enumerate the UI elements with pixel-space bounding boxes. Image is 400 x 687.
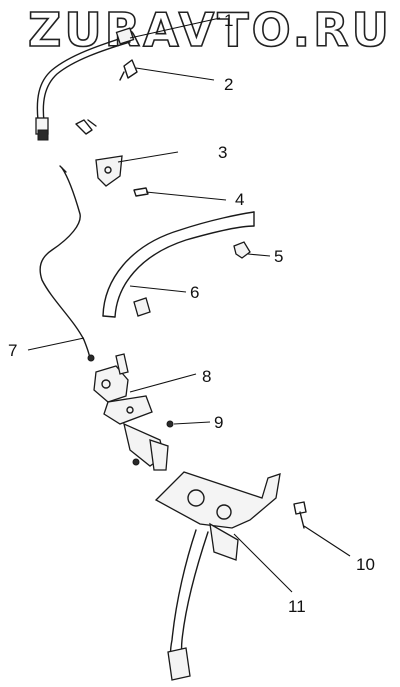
callout-8: 8 [202,367,211,386]
part-5-clamp [233,241,251,259]
watermark-text: ZURAVTO.RU [28,3,392,57]
callout-4: 4 [235,190,244,209]
callout-11: 11 [288,597,306,616]
leader-2 [135,67,215,81]
part-1-hose [35,27,135,141]
part-7-line [39,165,95,362]
leader-10 [303,525,351,557]
hose-bracket [75,119,97,135]
leader-8 [129,373,197,393]
leader-5 [247,253,271,257]
part-8-cylinder [93,353,169,471]
part-11-pedal [154,471,281,681]
callout-1: 1 [224,11,233,30]
callout-6: 6 [190,283,199,302]
callout-2: 2 [224,75,233,94]
part-3-plate [95,155,123,187]
leader-3 [117,151,179,163]
callout-5: 5 [274,247,283,266]
part-6-hose [102,211,255,318]
part-10-bolt [293,501,307,529]
callout-7: 7 [8,341,17,360]
callout-9: 9 [214,413,223,432]
hose-fitting [133,297,151,317]
leader-1 [129,17,221,39]
callout-3: 3 [218,143,227,162]
leader-4 [145,191,227,201]
part-4-bolt [133,187,149,197]
leader-11 [233,533,293,593]
part-2-clip [119,59,138,81]
leader-9 [173,421,211,425]
callout-10: 10 [356,555,375,574]
part-9-nut [166,420,174,428]
leader-7 [27,337,85,351]
leader-6 [129,285,187,293]
